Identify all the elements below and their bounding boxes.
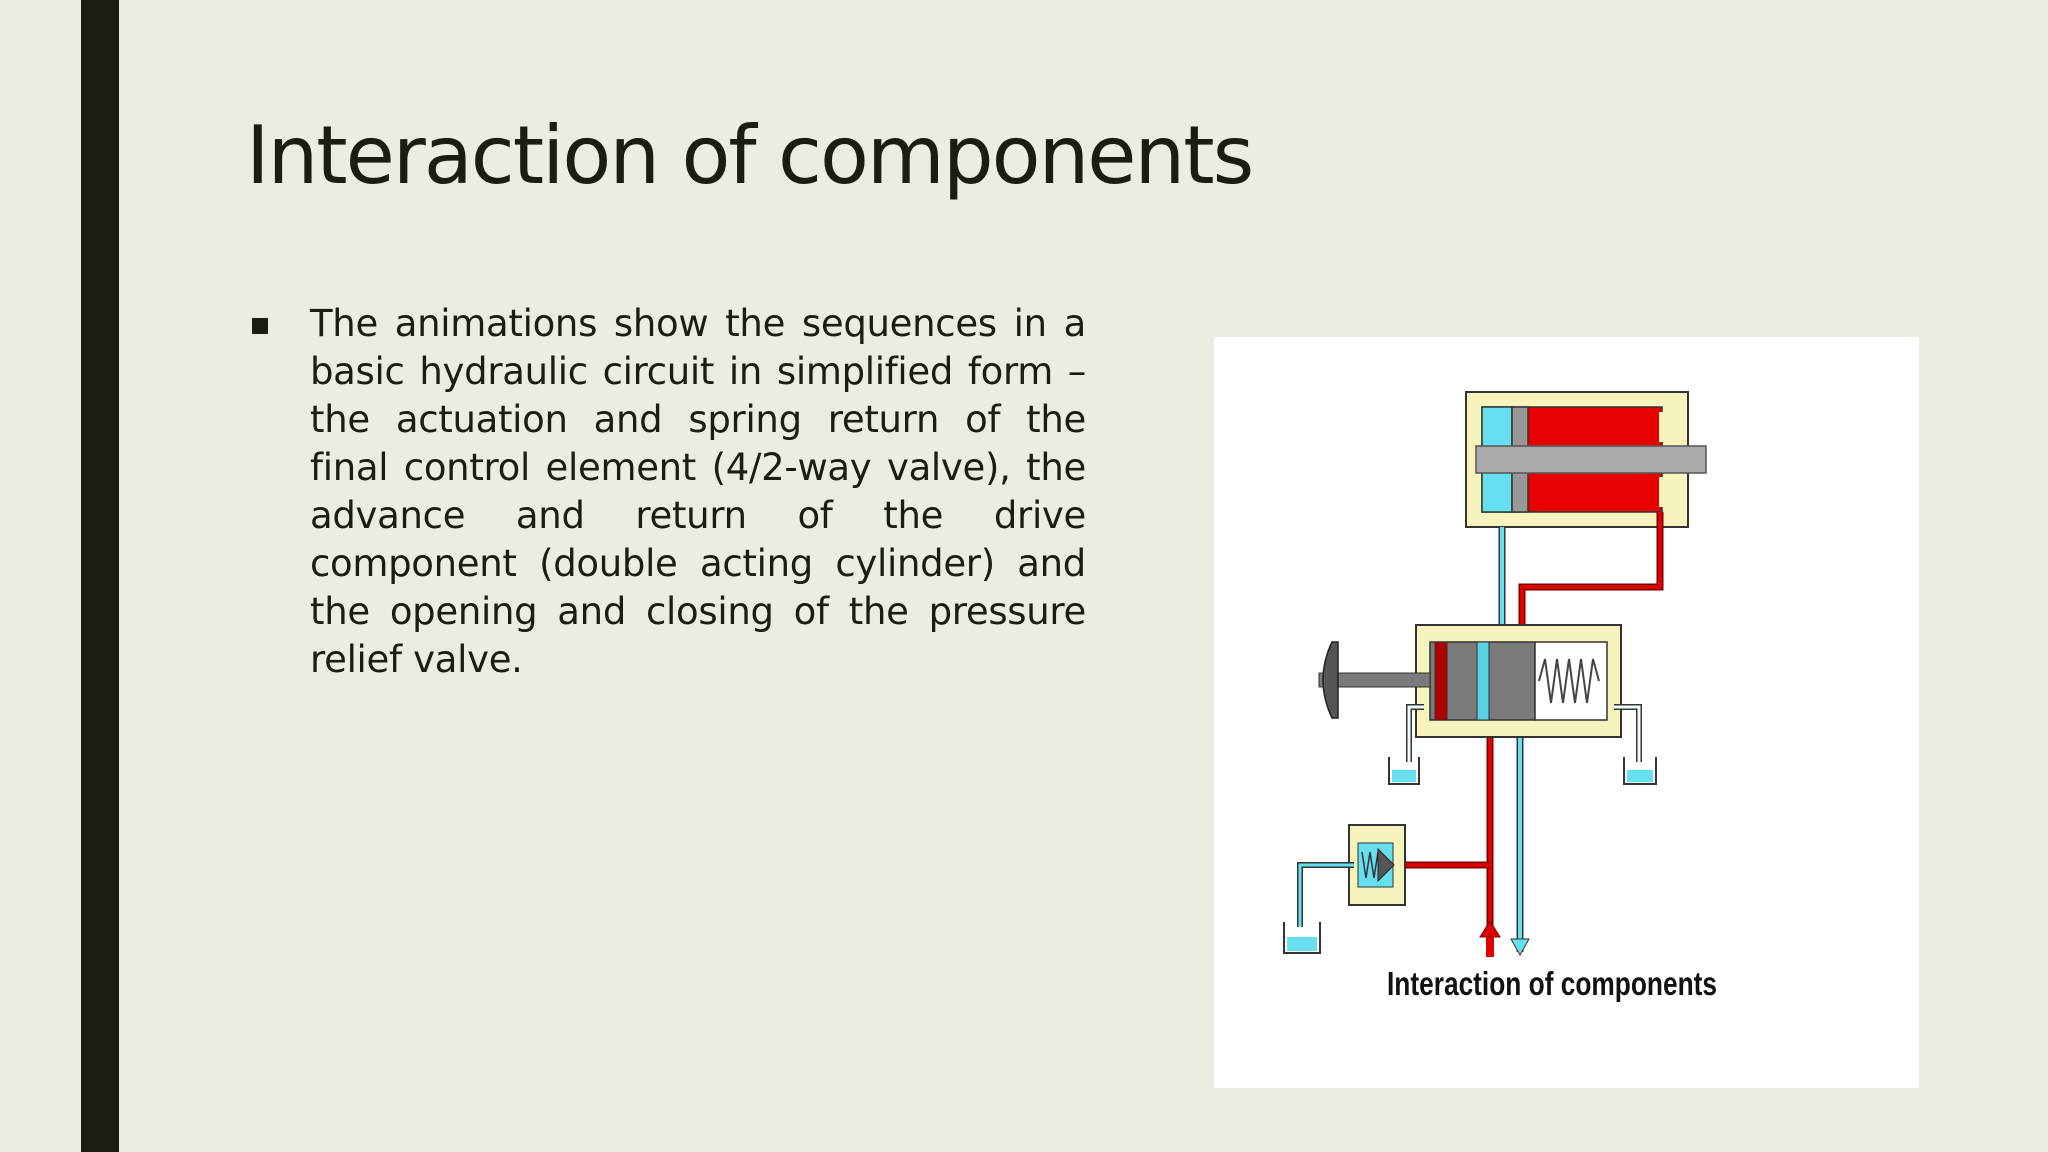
slide-title: Interaction of components	[246, 109, 1254, 202]
pressure-relief-valve	[1297, 824, 1406, 927]
bullet-text: The animations show the sequences in a b…	[310, 302, 1086, 681]
tank-bottom	[1283, 922, 1321, 954]
four-two-way-valve	[1318, 624, 1642, 762]
return-arrow-icon	[1510, 938, 1530, 957]
tank-right	[1623, 757, 1657, 785]
double-acting-cylinder	[1465, 391, 1707, 528]
square-bullet-icon	[252, 318, 268, 334]
bullet-item: The animations show the sequences in a b…	[246, 300, 1086, 684]
figure-caption: Interaction of components	[1387, 965, 1717, 1002]
pressure-supply-arrow-icon	[1479, 920, 1501, 957]
hydraulic-circuit-figure: Interaction of components	[1214, 337, 1919, 1088]
tank-left	[1388, 757, 1420, 785]
bullet-list: The animations show the sequences in a b…	[246, 300, 1086, 684]
hydraulic-circuit-diagram: Interaction of components	[1283, 391, 1717, 1002]
accent-bar	[81, 0, 119, 1152]
